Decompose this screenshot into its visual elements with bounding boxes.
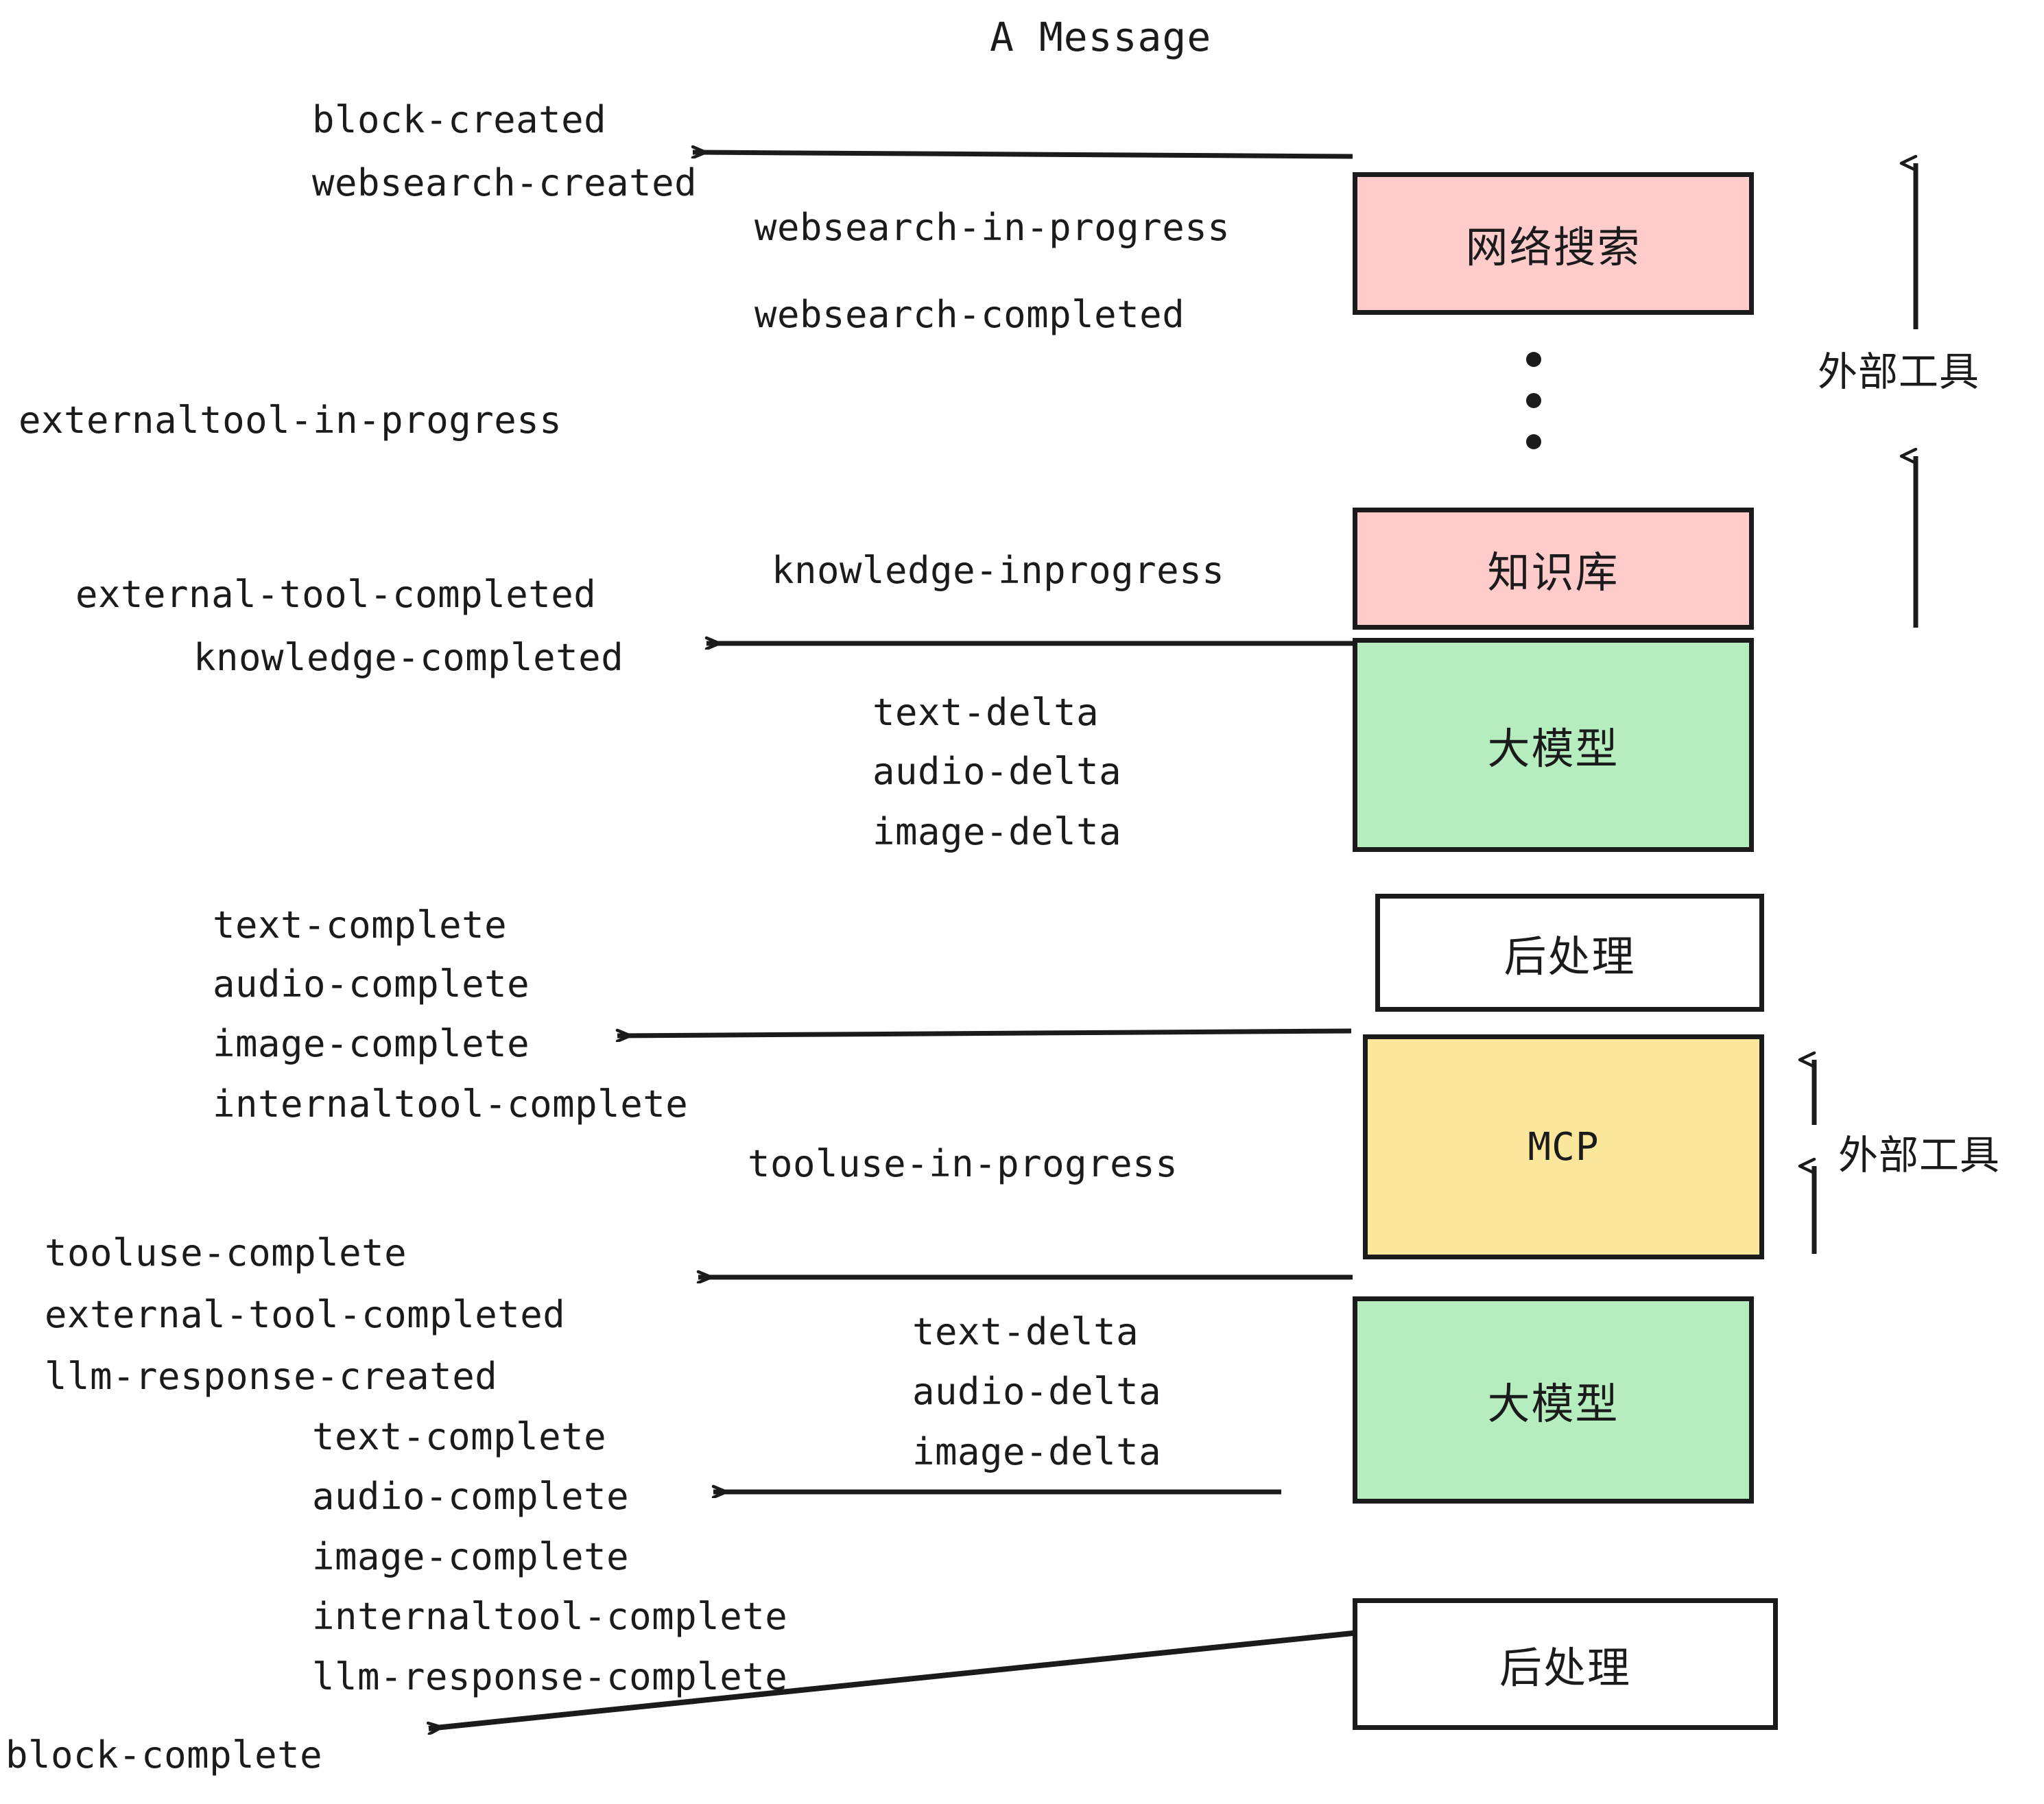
- event-llm-response-complete: llm-response-complete: [312, 1655, 788, 1698]
- event-external-tool-completed-2: external-tool-completed: [45, 1293, 566, 1336]
- node-postprocess-first-label: 后处理: [1504, 931, 1636, 982]
- event-websearch-in-progress: websearch-in-progress: [754, 206, 1231, 249]
- ellipsis-dot: [1526, 393, 1541, 408]
- group-label-external-tools-top: 外部工具: [1818, 348, 1980, 395]
- event-text-delta-2: text-delta: [912, 1310, 1139, 1353]
- event-llm-response-created: llm-response-created: [45, 1355, 498, 1398]
- event-websearch-created: websearch-created: [312, 161, 698, 204]
- event-knowledge-inprogress: knowledge-inprogress: [772, 549, 1225, 592]
- node-llm-first[interactable]: 大模型: [1353, 638, 1754, 852]
- arrow-websearch-to-block-created: [693, 152, 1353, 159]
- event-text-delta-1: text-delta: [872, 691, 1100, 734]
- event-block-complete: block-complete: [5, 1733, 323, 1777]
- page-title: A Message: [990, 14, 1212, 60]
- node-postprocess-second[interactable]: 后处理: [1353, 1598, 1778, 1730]
- node-postprocess-first[interactable]: 后处理: [1375, 894, 1764, 1012]
- node-knowledge[interactable]: 知识库: [1353, 508, 1754, 630]
- node-websearch[interactable]: 网络搜索: [1353, 172, 1754, 315]
- event-externaltool-in-progress: externaltool-in-progress: [19, 399, 562, 442]
- event-websearch-completed: websearch-completed: [754, 293, 1185, 336]
- node-websearch-label: 网络搜索: [1465, 222, 1641, 272]
- node-postprocess-second-label: 后处理: [1499, 1643, 1631, 1693]
- node-llm-second-label: 大模型: [1487, 1379, 1619, 1429]
- event-internaltool-complete-1: internaltool-complete: [213, 1082, 689, 1126]
- vertical-ellipsis-icon: [1526, 352, 1541, 449]
- event-text-complete-1: text-complete: [213, 903, 508, 947]
- node-llm-first-label: 大模型: [1487, 724, 1619, 774]
- node-llm-second[interactable]: 大模型: [1353, 1296, 1754, 1504]
- event-image-complete-1: image-complete: [213, 1022, 530, 1065]
- node-knowledge-label: 知识库: [1487, 547, 1619, 597]
- event-text-complete-2: text-complete: [312, 1415, 607, 1458]
- node-mcp[interactable]: MCP: [1363, 1034, 1764, 1259]
- ellipsis-dot: [1526, 434, 1541, 449]
- event-audio-delta-1: audio-delta: [872, 750, 1122, 793]
- node-mcp-label: MCP: [1528, 1124, 1600, 1170]
- event-audio-complete-1: audio-complete: [213, 962, 530, 1006]
- event-external-tool-completed-1: external-tool-completed: [75, 573, 597, 616]
- event-image-complete-2: image-complete: [312, 1535, 630, 1578]
- ellipsis-dot: [1526, 352, 1541, 367]
- event-block-created: block-created: [312, 98, 607, 141]
- event-audio-complete-2: audio-complete: [312, 1475, 630, 1518]
- event-tooluse-in-progress: tooluse-in-progress: [748, 1142, 1178, 1185]
- group-label-external-tools-bottom: 外部工具: [1838, 1132, 2001, 1178]
- event-audio-delta-2: audio-delta: [912, 1370, 1162, 1413]
- event-image-delta-2: image-delta: [912, 1430, 1162, 1473]
- event-knowledge-completed: knowledge-completed: [193, 636, 624, 679]
- event-image-delta-1: image-delta: [872, 810, 1122, 853]
- event-tooluse-complete: tooluse-complete: [45, 1231, 407, 1274]
- event-internaltool-complete-2: internaltool-complete: [312, 1595, 788, 1638]
- arrow-postprocess-to-image-complete: [617, 1028, 1352, 1036]
